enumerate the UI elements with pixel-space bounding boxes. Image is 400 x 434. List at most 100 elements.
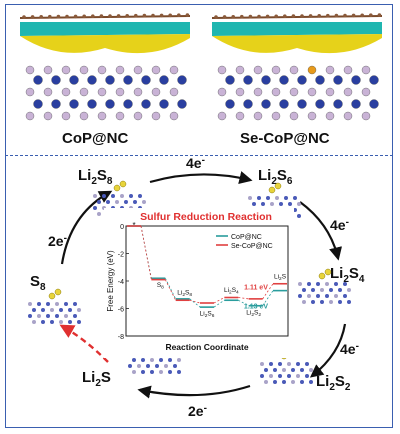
y-tick-label: 0 <box>120 224 124 231</box>
carbon-atom <box>82 14 86 19</box>
carbon-atom <box>377 13 382 17</box>
co-atom <box>279 99 289 109</box>
substrate-atom <box>132 370 136 374</box>
carbon-atom <box>116 14 121 18</box>
energy-connector <box>262 290 274 306</box>
substrate-atom <box>46 314 50 318</box>
co-atom <box>369 75 379 85</box>
species-li2s: Li2S <box>82 369 111 389</box>
substrate-atom <box>287 374 291 378</box>
p-atom <box>25 87 35 97</box>
p-atom <box>61 111 71 121</box>
co-atom <box>141 99 151 109</box>
p-atom <box>151 87 161 97</box>
carbon-atom <box>22 15 26 19</box>
species-li2s8: Li2S8 <box>78 167 113 187</box>
arrow-li2s2-to-li2s <box>137 384 251 399</box>
substrate-atom <box>347 288 351 292</box>
substrate-atom <box>273 368 277 372</box>
co-atom <box>333 99 343 109</box>
substrate-atom <box>307 282 311 286</box>
arrow-li2s6-to-li2s4 <box>299 201 343 261</box>
co-atom <box>33 75 43 85</box>
substrate-atom <box>343 294 347 298</box>
substrate-atom <box>309 368 313 372</box>
substrate-atom <box>311 300 315 304</box>
carbon-atom <box>159 13 164 18</box>
energy-connector <box>238 299 249 307</box>
substrate-atom <box>329 288 333 292</box>
species-s8: S8 <box>30 273 46 293</box>
p-atom <box>271 65 281 75</box>
substrate-atom <box>300 380 304 384</box>
p-atom <box>361 87 371 97</box>
substrate-atom <box>252 202 256 206</box>
substrate-atom <box>300 368 304 372</box>
p-atom <box>253 87 263 97</box>
carbon-atom <box>240 14 244 19</box>
p-atom <box>289 111 299 121</box>
series-group <box>127 225 287 308</box>
figure-frame <box>5 4 393 428</box>
substrate-atom <box>159 370 163 374</box>
substrate-atom <box>293 196 297 200</box>
co-atom <box>159 75 169 85</box>
substrate-atom <box>28 314 32 318</box>
p-atom <box>217 87 227 97</box>
p-atom <box>325 87 335 97</box>
p-atom <box>217 65 227 75</box>
substrate-atom <box>338 300 342 304</box>
substrate-atom <box>257 196 261 200</box>
co-atom <box>297 75 307 85</box>
p-atom <box>307 111 317 121</box>
substrate-atom <box>177 358 181 362</box>
substrate-atom <box>307 294 311 298</box>
co-atom <box>225 75 235 85</box>
p-atom <box>235 65 245 75</box>
substrate-atom <box>287 362 291 366</box>
substrate-atom <box>302 300 306 304</box>
sulfur-atom <box>274 182 282 190</box>
substrate-atom <box>168 370 172 374</box>
p-atom <box>79 111 89 121</box>
y-axis-label: Free Energy (eV) <box>106 250 115 312</box>
p-atom <box>343 111 353 121</box>
p-atom <box>271 87 281 97</box>
substrate-atom <box>270 202 274 206</box>
carbon-atom <box>214 15 218 19</box>
p-atom <box>169 111 179 121</box>
carbon-atom <box>108 14 112 18</box>
p-atom <box>97 87 107 97</box>
p-atom <box>151 65 161 75</box>
substrate-atom <box>177 370 181 374</box>
sulfur-atom <box>113 184 121 192</box>
carbon-atom <box>56 14 61 19</box>
p-atom <box>361 111 371 121</box>
substrate-atom <box>296 374 300 378</box>
charge-yellow-cloud <box>20 34 190 54</box>
substrate-atom <box>120 194 124 198</box>
substrate-atom <box>129 194 133 198</box>
substrate-atom <box>334 282 338 286</box>
charge-cyan-band <box>212 22 382 36</box>
substrate-atom <box>325 282 329 286</box>
p-atom <box>43 65 53 75</box>
carbon-atom <box>343 13 347 18</box>
carbon-atom <box>48 14 52 19</box>
substrate-atom <box>50 308 54 312</box>
substrate-atom <box>64 314 68 318</box>
p-atom <box>43 111 53 121</box>
carbon-atom <box>291 14 296 18</box>
substrate-atom <box>102 194 106 198</box>
substrate-atom <box>146 364 150 368</box>
charge-yellow-cloud <box>212 34 382 54</box>
substrate-atom <box>137 364 141 368</box>
chart-title: Sulfur Reduction Reaction <box>140 211 272 223</box>
co-atom <box>105 75 115 85</box>
carbon-atom <box>168 13 172 18</box>
p-atom <box>325 111 335 121</box>
free-energy-chart: Sulfur Reduction Reaction Free Energy (e… <box>104 208 294 358</box>
co-atom <box>297 99 307 109</box>
substrate-atom <box>138 194 142 198</box>
substrate-atom <box>124 200 128 204</box>
